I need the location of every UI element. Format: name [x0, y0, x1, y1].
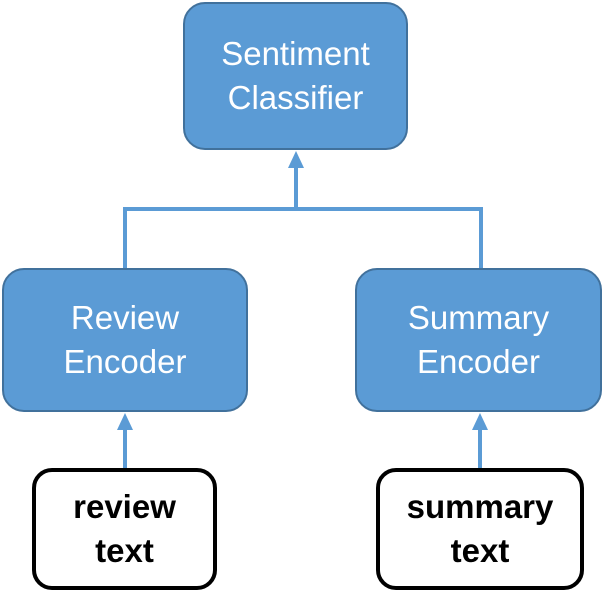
node-label-line: Review: [70, 299, 180, 336]
arrowhead-classifier: [288, 151, 304, 168]
connector-encoders-to-classifier: [123, 207, 483, 268]
review-text-input-node: review text: [32, 468, 217, 590]
arrowhead-summary-encoder: [472, 413, 488, 430]
sentiment-classifier-node: Sentiment Classifier: [183, 2, 408, 150]
node-label-line: Sentiment: [221, 35, 370, 72]
node-label-line: Summary: [407, 299, 550, 336]
arrowhead-review-encoder: [117, 413, 133, 430]
node-label-line: text: [450, 532, 510, 569]
summary-encoder-node: Summary Encoder: [355, 268, 602, 412]
summary-text-input-node: summary text: [376, 468, 584, 590]
node-label-line: Classifier: [227, 79, 364, 116]
node-label-line: summary: [406, 488, 554, 525]
node-label-line: Encoder: [63, 343, 187, 380]
review-encoder-node: Review Encoder: [2, 268, 248, 412]
node-label-line: text: [95, 532, 154, 569]
node-label-line: review: [73, 488, 176, 525]
node-label-line: Encoder: [417, 343, 540, 380]
